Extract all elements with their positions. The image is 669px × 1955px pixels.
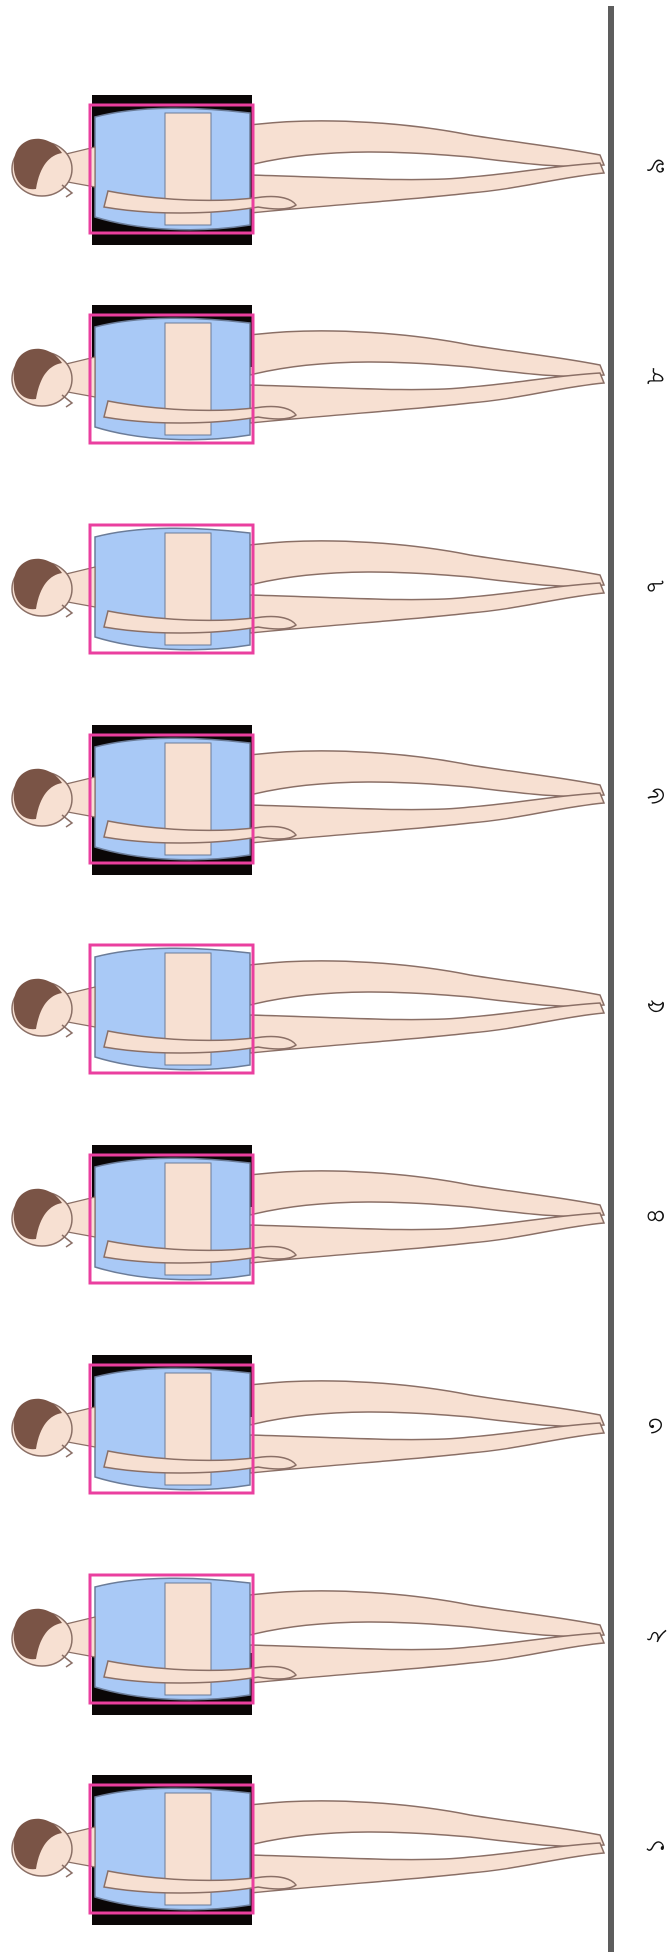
figure-label: ২	[641, 1616, 669, 1656]
legs	[250, 1171, 604, 1216]
legs	[250, 1381, 604, 1426]
figure-panel: ৫	[0, 905, 669, 1110]
figure-label: ৬	[641, 776, 669, 816]
leg-back	[250, 373, 604, 423]
figure-panel: ১	[0, 1745, 669, 1950]
figure-illustration	[0, 695, 669, 900]
leg-back	[250, 1213, 604, 1263]
figure-panel: ৯	[0, 65, 669, 270]
face-profile	[62, 1235, 72, 1247]
figure-label: ৪	[641, 1196, 669, 1236]
leg-back	[250, 1423, 604, 1473]
legs	[250, 541, 604, 586]
figure-illustration	[0, 1325, 669, 1530]
legs	[250, 331, 604, 376]
figure-illustration	[0, 905, 669, 1110]
figure-label: ৯	[641, 146, 669, 186]
figure-panel: ৬	[0, 695, 669, 900]
legs	[250, 751, 604, 796]
leg-back	[250, 583, 604, 633]
leg-back	[250, 1003, 604, 1053]
face-profile	[62, 185, 72, 197]
figure-panel: ৩	[0, 1325, 669, 1530]
figure-panel: ৪	[0, 1115, 669, 1320]
leg-back	[250, 793, 604, 843]
figure-illustration	[0, 1535, 669, 1740]
legs	[250, 1801, 604, 1846]
legs	[250, 121, 604, 166]
figure-panel: ৮	[0, 275, 669, 480]
leg-back	[250, 1843, 604, 1893]
figure-label: ৫	[641, 986, 669, 1026]
leg-back	[250, 1633, 604, 1683]
figure-panel: ২	[0, 1535, 669, 1740]
figure-label: ১	[641, 1826, 669, 1866]
figure-illustration	[0, 275, 669, 480]
face-profile	[62, 1655, 72, 1667]
legs	[250, 1591, 604, 1636]
face-profile	[62, 1445, 72, 1457]
face-profile	[62, 1865, 72, 1877]
face-profile	[62, 395, 72, 407]
figure-label: ৮	[641, 356, 669, 396]
legs	[250, 961, 604, 1006]
figure-label: ৭	[641, 566, 669, 606]
face-profile	[62, 605, 72, 617]
figure-illustration	[0, 65, 669, 270]
leg-back	[250, 163, 604, 213]
figure-illustration	[0, 485, 669, 690]
face-profile	[62, 815, 72, 827]
face-profile	[62, 1025, 72, 1037]
figure-illustration	[0, 1115, 669, 1320]
figure-panel: ৭	[0, 485, 669, 690]
figure-illustration	[0, 1745, 669, 1950]
figure-label: ৩	[641, 1406, 669, 1446]
